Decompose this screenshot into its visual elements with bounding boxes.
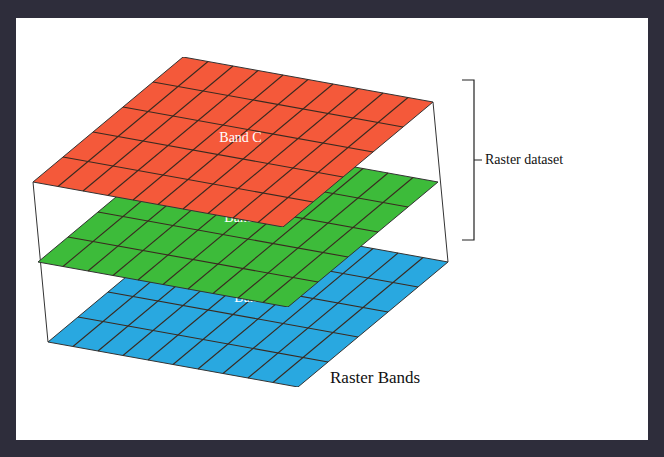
dataset-bracket xyxy=(462,80,482,240)
raster-band: Band C xyxy=(33,57,433,227)
figure-caption: Raster Bands xyxy=(330,368,420,388)
cell-lines xyxy=(73,222,423,383)
band-label: Band C xyxy=(219,130,261,146)
bracket-label: Raster dataset xyxy=(485,152,563,168)
band-surface xyxy=(48,217,448,387)
